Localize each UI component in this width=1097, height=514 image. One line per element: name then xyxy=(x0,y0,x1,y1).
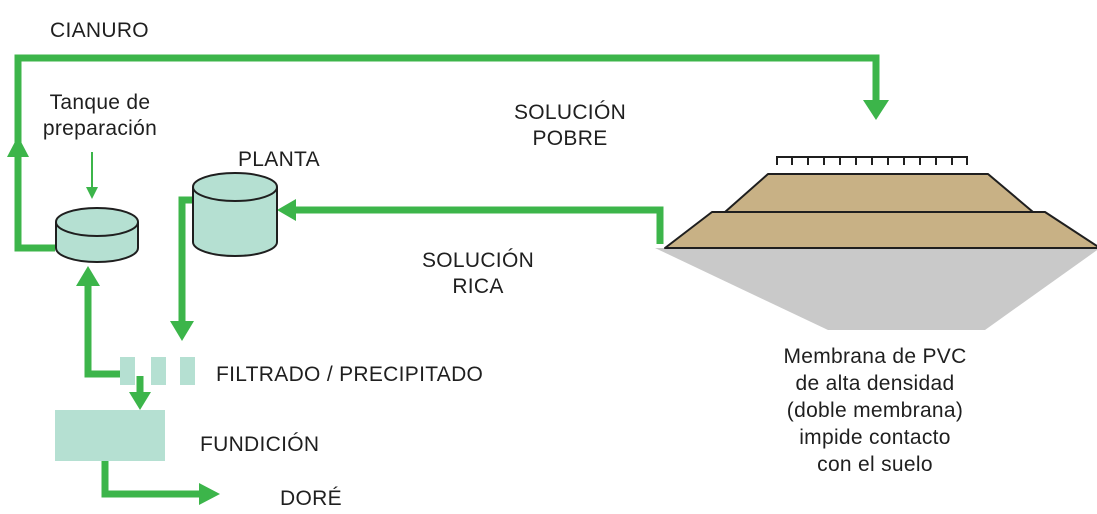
rich-solution-line xyxy=(294,206,664,244)
plant-tank-body xyxy=(192,187,278,257)
filter-block-2 xyxy=(151,357,166,385)
label-smelting: FUNDICIÓN xyxy=(200,433,320,456)
label-lean-solution-line1: SOLUCIÓN xyxy=(513,101,627,124)
label-membrane-line2: de alta densidad xyxy=(795,372,955,395)
plant-tank xyxy=(192,172,278,257)
sprinkler-bar xyxy=(776,156,968,165)
label-membrane-line3: (doble membrana) xyxy=(786,399,964,422)
label-membrane-line1: Membrana de PVC xyxy=(783,345,967,368)
filter-block-3 xyxy=(180,357,195,385)
label-filtering: FILTRADO / PRECIPITADO xyxy=(216,363,484,386)
label-rich-solution: SOLUCIÓN RICA xyxy=(408,248,548,300)
arrowheads xyxy=(7,100,889,505)
plant-tank-top xyxy=(192,172,278,202)
ground-area xyxy=(655,248,1097,330)
filter-to-tank-line xyxy=(84,280,120,378)
label-lean-solution: SOLUCIÓN POBRE xyxy=(510,100,630,152)
smelting-to-dore-line xyxy=(101,460,200,498)
heap-lower-tier xyxy=(664,211,1097,249)
arrow-to-dore xyxy=(199,483,220,505)
filter-block-1 xyxy=(120,357,135,385)
label-membrane-line4: impide contacto xyxy=(799,426,951,449)
label-rich-solution-line2: RICA xyxy=(452,275,504,298)
preparation-tank-top xyxy=(55,207,139,237)
smelting-furnace xyxy=(55,410,165,461)
heap-upper-tier xyxy=(724,173,1034,213)
arrow-to-smelting xyxy=(129,392,151,410)
label-membrane-line5: con el suelo xyxy=(817,453,933,476)
arrow-up-cyanide xyxy=(7,136,29,157)
label-cyanide: CIANURO xyxy=(50,19,149,42)
preparation-tank-feed-arrow xyxy=(86,152,98,199)
heap-leach-pad xyxy=(664,156,1097,249)
arrow-to-plant xyxy=(277,199,296,221)
cyanide-loop-line xyxy=(14,54,880,252)
label-membrane: Membrana de PVC de alta densidad (doble … xyxy=(740,343,1010,478)
label-dore: DORÉ xyxy=(280,487,342,510)
arrow-to-heap xyxy=(863,100,889,120)
label-plant: PLANTA xyxy=(238,148,320,171)
arrow-to-tank xyxy=(76,266,100,286)
label-rich-solution-line1: SOLUCIÓN xyxy=(421,249,535,272)
label-preparation-tank-line2: preparación xyxy=(42,117,158,140)
filter-units xyxy=(120,357,195,385)
label-preparation-tank-line1: Tanque de xyxy=(49,91,151,114)
preparation-tank xyxy=(55,207,139,263)
arrow-to-filter xyxy=(170,321,194,341)
label-preparation-tank: Tanque de preparación xyxy=(34,90,166,142)
ground-soil xyxy=(655,248,1097,330)
label-lean-solution-line2: POBRE xyxy=(532,127,608,150)
